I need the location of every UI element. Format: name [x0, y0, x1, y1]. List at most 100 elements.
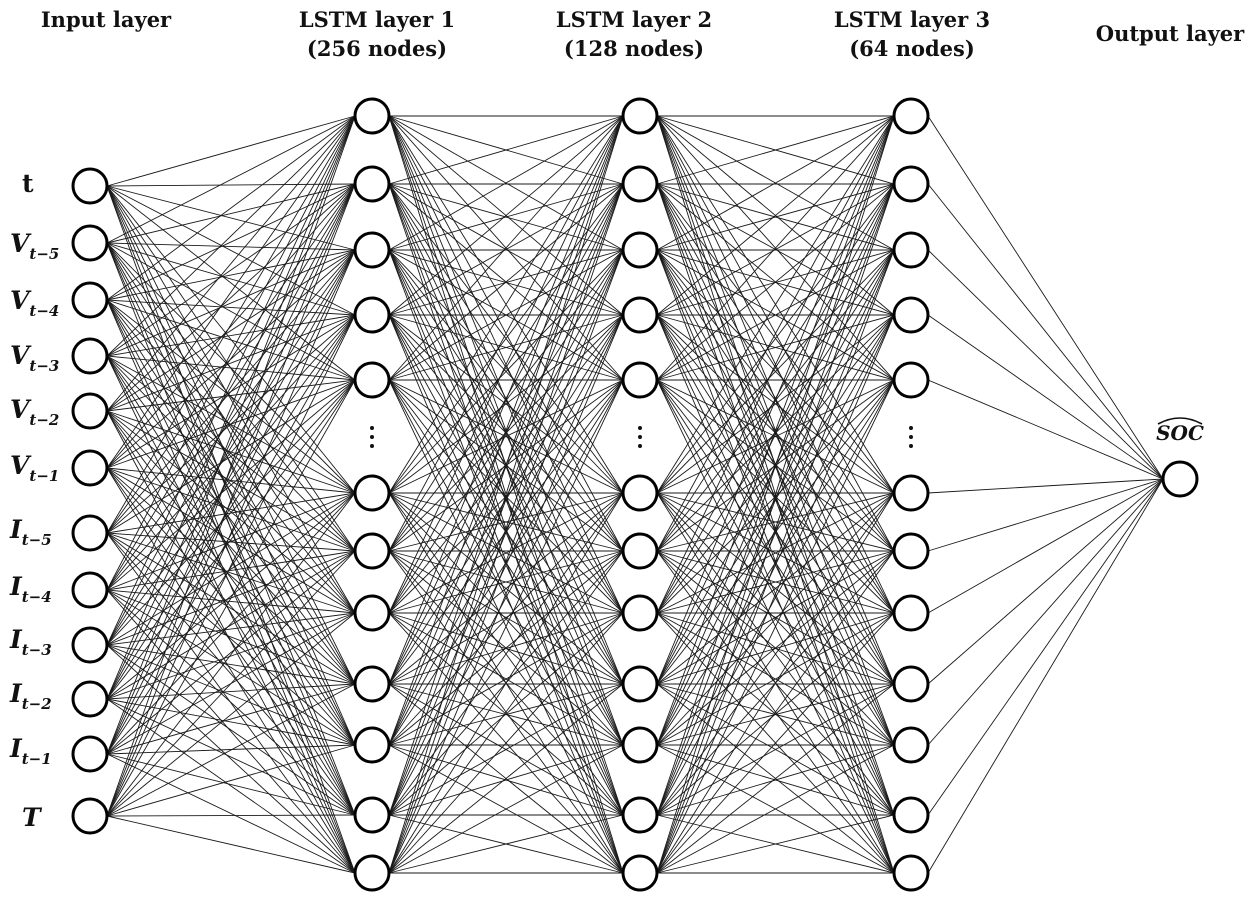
- edge-input-10-lstm1-10: [106, 753, 356, 816]
- edge-input-4-lstm1-9: [106, 410, 356, 746]
- input-node-0: [71, 167, 109, 205]
- edge-input-3-lstm1-3: [106, 314, 356, 357]
- edge-lstm1-4-lstm2-0: [388, 115, 624, 381]
- edge-input-6-lstm1-0: [106, 115, 356, 534]
- input-label-v-t5: Vt−5: [10, 229, 59, 263]
- lstm1-ellipsis-dot-1: [370, 435, 374, 439]
- edge-lstm1-4-lstm2-3: [388, 314, 624, 381]
- edge-lstm2-4-lstm3-0: [656, 115, 895, 381]
- edge-input-10-lstm1-3: [106, 314, 356, 755]
- input-node-4: [71, 392, 109, 430]
- lstm2-title-line2: (128 nodes): [564, 36, 704, 61]
- edge-input-3-lstm1-0: [106, 115, 356, 357]
- lstm2-node-2: [621, 231, 659, 269]
- lstm2-node-1: [621, 165, 659, 203]
- edge-lstm2-5-lstm3-0: [656, 115, 895, 494]
- edge-lstm1-4-lstm2-1: [388, 183, 624, 381]
- edge-lstm3-3-output: [927, 314, 1164, 480]
- edge-input-6-lstm1-8: [106, 532, 356, 685]
- edge-lstm1-9-lstm2-3: [388, 314, 624, 746]
- input-node-1: [71, 224, 109, 262]
- edge-input-6-lstm1-7: [106, 532, 356, 614]
- input-node-6: [71, 514, 109, 552]
- edge-lstm2-8-lstm3-0: [656, 115, 895, 685]
- edge-lstm2-5-lstm3-1: [656, 183, 895, 494]
- edge-lstm3-4-output: [927, 379, 1164, 480]
- edge-input-1-lstm1-4: [106, 242, 356, 381]
- connection-edges: [106, 115, 1164, 874]
- edge-input-8-lstm1-9: [106, 644, 356, 746]
- edge-input-6-lstm1-4: [106, 379, 356, 534]
- edge-input-1-lstm1-3: [106, 242, 356, 316]
- edge-lstm1-4-lstm2-2: [388, 249, 624, 381]
- edge-input-1-lstm1-1: [106, 183, 356, 244]
- edge-input-1-lstm1-9: [106, 242, 356, 746]
- edge-input-5-lstm1-6: [106, 467, 356, 552]
- edge-lstm3-0-output: [927, 115, 1164, 480]
- edge-input-6-lstm1-6: [106, 532, 356, 552]
- edge-input-9-lstm1-8: [106, 683, 356, 700]
- edge-input-9-lstm1-1: [106, 183, 356, 700]
- edge-input-10-lstm1-11: [106, 753, 356, 874]
- lstm1-ellipsis-dot-2: [370, 444, 374, 448]
- ellipsis-markers: [370, 426, 913, 448]
- edge-lstm1-11-lstm2-0: [388, 115, 624, 874]
- edge-input-2-lstm1-10: [106, 299, 356, 816]
- edge-input-5-lstm1-9: [106, 467, 356, 746]
- edge-input-10-lstm1-2: [106, 249, 356, 755]
- input-label-temperature: T: [22, 803, 43, 832]
- edge-input-7-lstm1-1: [106, 183, 356, 591]
- lstm2-node-8: [621, 665, 659, 703]
- edge-input-5-lstm1-11: [106, 467, 356, 874]
- lstm1-node-0: [353, 97, 391, 135]
- edge-lstm1-5-lstm2-1: [388, 183, 624, 494]
- edge-lstm2-9-lstm3-7: [656, 612, 895, 746]
- edge-input-7-lstm1-7: [106, 589, 356, 614]
- edge-lstm2-4-lstm3-1: [656, 183, 895, 381]
- edge-lstm1-3-lstm2-1: [388, 183, 624, 316]
- edge-lstm2-8-lstm3-2: [656, 249, 895, 685]
- edge-input-11-lstm1-0: [106, 115, 356, 817]
- edge-lstm2-11-lstm3-0: [656, 115, 895, 874]
- edge-lstm2-11-lstm3-4: [656, 379, 895, 874]
- lstm3-node-2: [892, 231, 930, 269]
- edge-lstm2-8-lstm3-1: [656, 183, 895, 685]
- edge-lstm2-11-lstm3-7: [656, 612, 895, 874]
- lstm3-node-0: [892, 97, 930, 135]
- edge-lstm1-10-lstm2-9: [388, 744, 624, 816]
- edge-input-0-lstm1-1: [106, 183, 356, 187]
- lstm2-node-10: [621, 796, 659, 834]
- edge-lstm2-5-lstm3-2: [656, 249, 895, 494]
- edge-lstm1-11-lstm2-9: [388, 744, 624, 874]
- lstm2-node-6: [621, 532, 659, 570]
- edge-input-3-lstm1-8: [106, 355, 356, 685]
- edge-input-3-lstm1-11: [106, 355, 356, 874]
- edge-input-7-lstm1-2: [106, 249, 356, 591]
- edge-input-8-lstm1-5: [106, 492, 356, 646]
- lstm1-node-8: [353, 665, 391, 703]
- lstm1-title-line2: (256 nodes): [307, 36, 447, 61]
- lstm1-node-2: [353, 231, 391, 269]
- input-label-v-t1: Vt−1: [10, 451, 59, 485]
- edge-input-10-lstm1-4: [106, 379, 356, 755]
- edge-input-2-lstm1-4: [106, 299, 356, 381]
- edge-lstm1-6-lstm2-0: [388, 115, 624, 552]
- input-layer-title: Input layer: [41, 7, 172, 32]
- edge-input-2-lstm1-2: [106, 249, 356, 301]
- edge-lstm2-10-lstm3-2: [656, 249, 895, 816]
- edge-input-11-lstm1-5: [106, 492, 356, 817]
- edge-lstm2-9-lstm3-5: [656, 492, 895, 746]
- edge-lstm1-9-lstm2-5: [388, 492, 624, 746]
- edge-input-8-lstm1-11: [106, 644, 356, 874]
- edge-lstm1-8-lstm2-0: [388, 115, 624, 685]
- edge-input-7-lstm1-0: [106, 115, 356, 591]
- input-label-i-t5: It−5: [9, 515, 52, 549]
- input-label-i-t1: It−1: [9, 734, 52, 768]
- network-nodes: [71, 97, 1199, 892]
- edge-input-11-lstm1-3: [106, 314, 356, 817]
- input-node-9: [71, 680, 109, 718]
- edge-input-8-lstm1-2: [106, 249, 356, 646]
- edge-lstm2-7-lstm3-5: [656, 492, 895, 614]
- edge-input-2-lstm1-5: [106, 299, 356, 494]
- lstm2-node-3: [621, 296, 659, 334]
